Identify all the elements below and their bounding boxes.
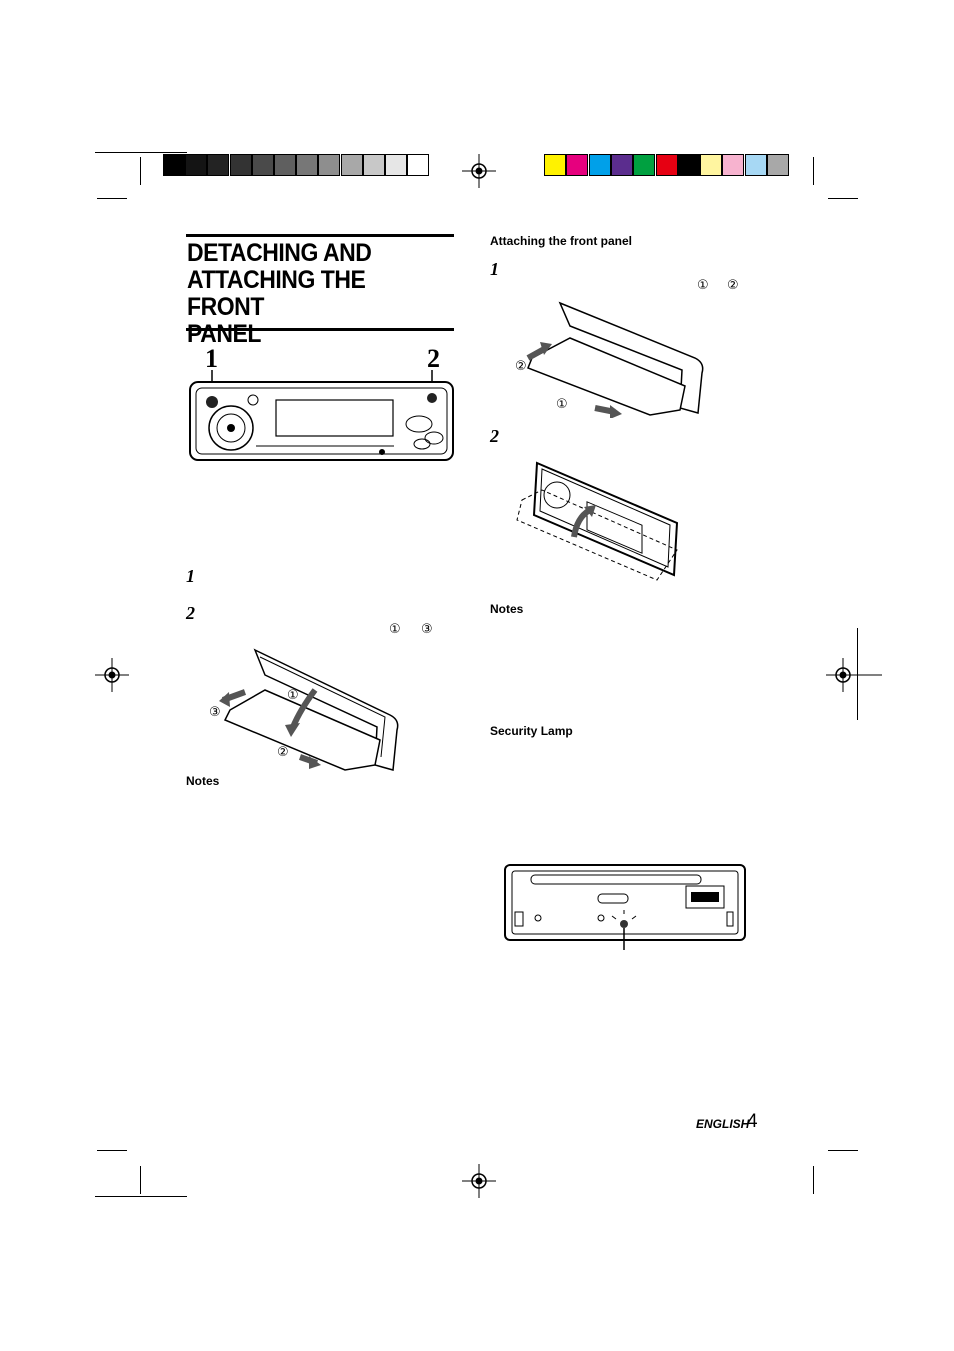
- callout-1: 1: [205, 344, 218, 373]
- color-swatch: [744, 154, 767, 176]
- left-notes-heading: Notes: [186, 774, 220, 788]
- gray-swatch: [340, 154, 363, 176]
- color-swatch: [588, 154, 611, 176]
- registration-mark-right: [826, 658, 882, 692]
- footer-language: ENGLISH: [696, 1117, 750, 1131]
- gray-swatch: [185, 154, 208, 176]
- color-swatch: [566, 154, 589, 176]
- detach-fig-label-3: ③: [209, 705, 221, 720]
- gray-swatch: [296, 154, 319, 176]
- attach-step-1-ref-b: ②: [727, 278, 739, 293]
- color-swatch: [610, 154, 633, 176]
- detach-step-1-number: 1: [186, 566, 195, 586]
- security-lamp-heading: Security Lamp: [490, 724, 573, 738]
- title-top-rule: [186, 234, 454, 237]
- detach-step-2-ref-b: ③: [421, 622, 433, 637]
- right-notes-heading: Notes: [490, 602, 524, 616]
- detach-step-2-number: 2: [186, 603, 195, 623]
- page-title: DETACHING AND ATTACHING THE FRONT PANEL: [187, 239, 372, 348]
- detach-illustration: [219, 648, 399, 771]
- gray-swatch: [385, 154, 407, 176]
- color-swatch: [655, 154, 678, 176]
- attach-step-1-number: 1: [490, 259, 499, 279]
- color-swatch: [677, 154, 700, 176]
- gray-swatch: [229, 154, 252, 176]
- registration-mark-bottom: [462, 1164, 496, 1198]
- gray-swatch: [407, 154, 430, 176]
- attach-heading: Attaching the front panel: [490, 234, 632, 248]
- gray-swatch: [207, 154, 230, 176]
- page-number: 4: [747, 1111, 758, 1132]
- gray-swatch: [251, 154, 274, 176]
- detach-fig-label-2: ②: [277, 745, 289, 760]
- color-swatch: [767, 154, 789, 176]
- color-swatch: [544, 154, 566, 176]
- color-swatch: [700, 154, 723, 176]
- title-bottom-rule: [186, 328, 454, 331]
- attach-illustration: [526, 301, 704, 418]
- gray-swatch: [163, 154, 185, 176]
- front-panel-illustration: [189, 370, 454, 461]
- gray-swatch: [318, 154, 341, 176]
- color-swatch: [722, 154, 745, 176]
- attach-fig-label-1: ①: [556, 397, 568, 412]
- callout-2: 2: [427, 344, 440, 373]
- gray-swatch: [362, 154, 385, 176]
- attach-fig-label-2: ②: [515, 359, 527, 374]
- registration-mark-top: [462, 154, 496, 188]
- detach-fig-label-1: ①: [287, 688, 299, 703]
- color-swatch: [633, 154, 656, 176]
- gray-swatch: [274, 154, 296, 176]
- security-lamp-illustration: [504, 864, 746, 950]
- registration-mark-left: [95, 658, 129, 692]
- attach-step-1-ref-a: ①: [697, 278, 709, 293]
- attach-press-illustration: [516, 461, 679, 581]
- attach-step-2-number: 2: [490, 426, 499, 446]
- detach-step-2-ref-a: ①: [389, 622, 401, 637]
